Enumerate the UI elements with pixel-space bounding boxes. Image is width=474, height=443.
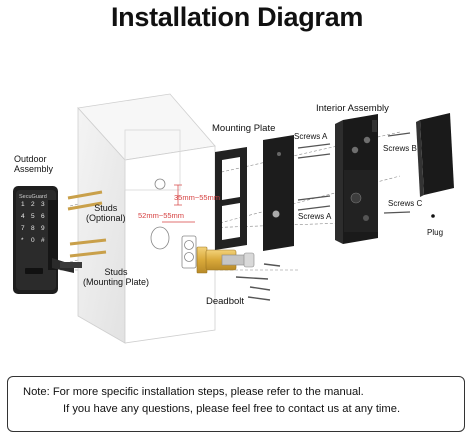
note-line-1: Note: For more specific installation ste… bbox=[23, 386, 364, 398]
label-screws-a-bottom: Screws A bbox=[298, 212, 332, 221]
keypad-key: 8 bbox=[31, 225, 35, 232]
deadbolt bbox=[196, 246, 281, 301]
installation-note: Note: For more specific installation ste… bbox=[7, 376, 465, 432]
studs-mounting-plate bbox=[69, 238, 107, 258]
keypad-key: 4 bbox=[21, 213, 25, 220]
keypad-key: 6 bbox=[41, 213, 45, 220]
label-plug: Plug bbox=[427, 228, 444, 237]
label-outdoor-assembly: Outdoor Assembly bbox=[14, 154, 54, 174]
interior-assembly bbox=[335, 114, 378, 244]
label-dimension-52-55: 52mm~55mm bbox=[138, 211, 185, 220]
label-screws-a-top: Screws A bbox=[294, 132, 328, 141]
keypad-key: 9 bbox=[41, 225, 45, 232]
label-screws-b: Screws B bbox=[383, 144, 417, 153]
plug-part bbox=[431, 214, 435, 218]
dimension-lines bbox=[162, 184, 195, 223]
door-slab bbox=[77, 93, 216, 344]
label-interior-assembly: Interior Assembly bbox=[316, 103, 389, 114]
label-mounting-plate: Mounting Plate bbox=[212, 123, 276, 134]
studs-optional bbox=[67, 190, 103, 211]
label-studs-optional: Studs (Optional) bbox=[86, 203, 126, 223]
label-dimension-35-55: 35mm~55mm bbox=[174, 193, 221, 202]
battery-cover bbox=[416, 113, 454, 197]
page-title: Installation Diagram bbox=[110, 2, 364, 32]
label-brand: SecuGuard bbox=[19, 194, 47, 200]
label-screws-c: Screws C bbox=[388, 199, 423, 208]
note-line-2: If you have any questions, please feel f… bbox=[63, 403, 401, 415]
keypad-key: 1 bbox=[21, 201, 25, 208]
label-studs-mounting-plate: Studs (Mounting Plate) bbox=[83, 267, 150, 287]
keypad-key: 7 bbox=[21, 225, 25, 232]
keypad-key: * bbox=[21, 237, 24, 244]
keypad-key: 3 bbox=[41, 201, 45, 208]
mounting-plate-frame bbox=[215, 147, 247, 250]
keypad-key: 5 bbox=[31, 213, 35, 220]
interior-back-plate bbox=[263, 135, 294, 251]
keypad-key: # bbox=[41, 237, 45, 244]
keypad-key: 0 bbox=[31, 237, 35, 244]
screws bbox=[297, 132, 411, 214]
label-deadbolt: Deadbolt bbox=[206, 296, 245, 307]
keypad-key: 2 bbox=[31, 201, 35, 208]
